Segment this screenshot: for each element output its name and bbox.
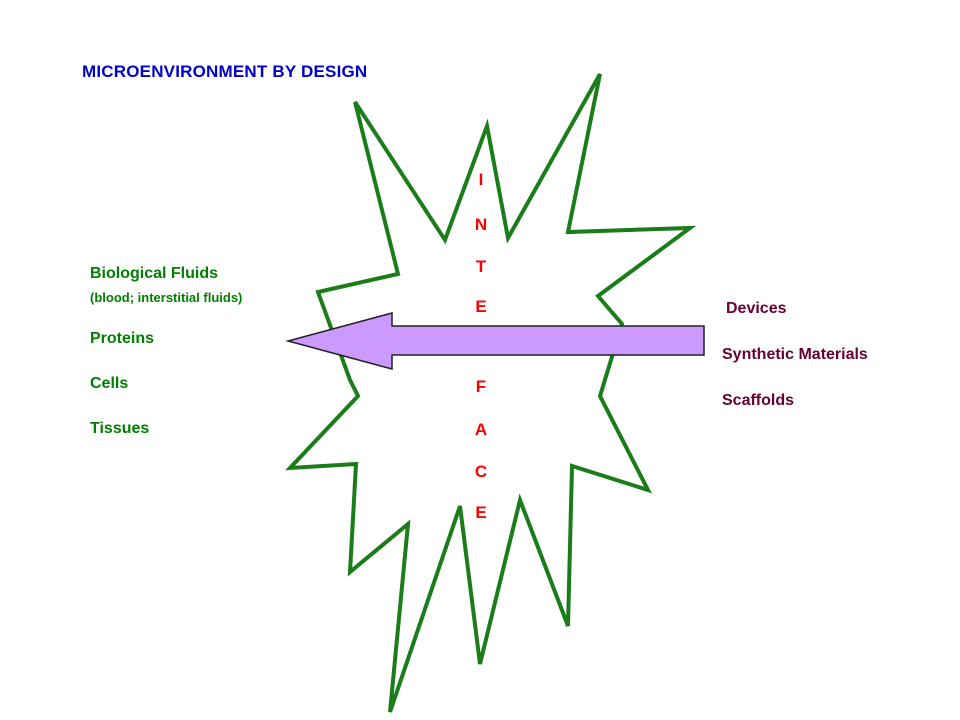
list-item-tissues: Tissues (90, 420, 150, 437)
interface-letter: F (475, 377, 487, 396)
interface-letter: C (474, 462, 488, 481)
interface-letter: A (474, 420, 488, 439)
list-item-proteins: Proteins (90, 330, 155, 347)
interface-letter: I (478, 170, 484, 189)
interaction-arrow (285, 312, 705, 370)
list-item-devices: Devices (726, 300, 787, 317)
list-item-synthetic-materials: Synthetic Materials (722, 346, 868, 363)
interface-letter: E (475, 503, 487, 522)
list-item-scaffolds: Scaffolds (722, 392, 795, 409)
list-item-biological-fluids-detail: (blood; interstitial fluids) (90, 290, 243, 305)
page-title: MICROENVIRONMENT BY DESIGN (82, 62, 368, 81)
list-item-biological-fluids: Biological Fluids (90, 265, 219, 282)
interface-letter: E (475, 297, 487, 316)
list-item-cells: Cells (90, 375, 129, 392)
interface-starburst (285, 73, 697, 713)
interface-letter: N (474, 215, 488, 234)
interface-letter: T (475, 257, 487, 276)
